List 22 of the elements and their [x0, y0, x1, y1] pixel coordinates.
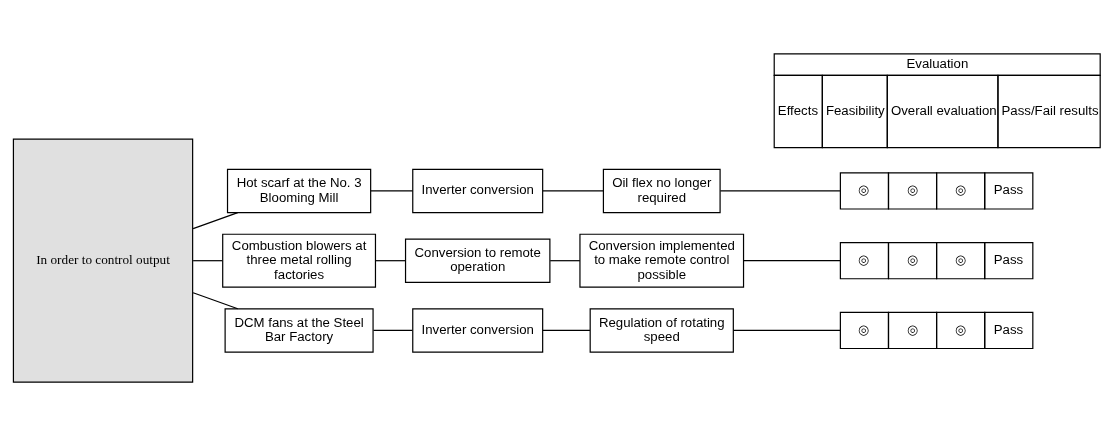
connector — [192, 212, 239, 230]
node-box: Inverter conversion — [412, 308, 544, 353]
node-box: Hot scarf at the No. 3 Blooming Mill — [226, 168, 372, 214]
connector — [542, 329, 591, 332]
connector — [370, 190, 414, 192]
node-box: Conversion to remote operation — [404, 238, 551, 283]
connector — [192, 260, 223, 262]
node-box: Oil flex no longer required — [602, 168, 721, 214]
connector — [549, 260, 581, 262]
connector — [372, 329, 413, 332]
node-box: Conversion implemented to make remote control possible — [579, 233, 745, 288]
node-box: In order to control output — [12, 138, 194, 383]
connector — [743, 260, 841, 262]
node-box: Regulation of rotating speed — [589, 308, 734, 353]
connector — [542, 190, 604, 192]
connector — [719, 190, 841, 192]
connector — [732, 329, 841, 332]
node-box: Combustion blowers at three metal rolling factories — [222, 233, 377, 288]
node-box: DCM fans at the Steel Bar Factory — [224, 308, 374, 353]
node-box: Inverter conversion — [412, 168, 544, 214]
connector — [192, 292, 239, 310]
connector — [374, 260, 407, 262]
